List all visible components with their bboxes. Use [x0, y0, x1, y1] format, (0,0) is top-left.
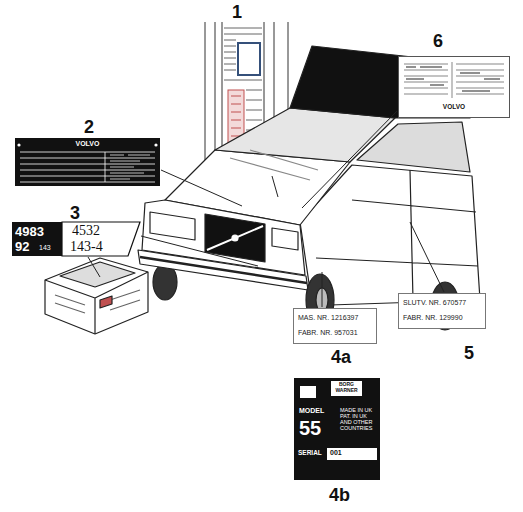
plate-text: SLUTV. NR. 670577 [403, 299, 483, 307]
plate-text: MADE IN UK PAT. IN UK AND OTHER COUNTRIE… [340, 407, 378, 431]
engine-block [45, 258, 148, 334]
leader-line [322, 272, 323, 307]
callout-number: 1 [232, 3, 242, 21]
axle-plate: SLUTV. NR. 670577FABR. NR. 129990 [398, 293, 486, 329]
automatic-plate [294, 378, 380, 480]
plate-text: 4532 [72, 223, 132, 238]
plate-text: BORG WARNER [332, 382, 361, 393]
plate-text: VOLVO [15, 140, 160, 148]
engine-plate: 498392143 4532143-4 [12, 222, 140, 256]
engine-details [55, 290, 140, 313]
emblem [232, 235, 238, 241]
callout-number: 4b [329, 486, 350, 504]
callout-number: 4a [331, 348, 351, 366]
leader-line [88, 257, 100, 277]
valve-cover [60, 262, 135, 287]
leader-line [141, 236, 258, 266]
headlight [150, 212, 195, 240]
rivet [17, 143, 20, 146]
gearbox-plate [294, 309, 377, 344]
bumper [138, 250, 308, 290]
plate-text: 4983 [15, 225, 61, 239]
stamped-number [62, 222, 140, 256]
plate-text: MAS. NR. 1216397 [298, 314, 374, 322]
gearbox-plate: MAS. NR. 1216397FABR. NR. 957031 [293, 308, 377, 344]
leader-line [410, 222, 444, 292]
body-lines [316, 170, 478, 300]
plate-text: MODEL [299, 407, 337, 415]
plate-marks [406, 67, 500, 91]
callout-number: 5 [464, 344, 474, 362]
stamp-area [100, 296, 112, 308]
vin-plate: VOLVO [398, 56, 510, 118]
headlight [272, 228, 298, 250]
plate-text: 143 [39, 244, 61, 252]
side-window [357, 122, 470, 172]
bumper-strip [140, 257, 307, 283]
rivet [154, 143, 157, 146]
brand-box [331, 381, 362, 396]
leader-line [161, 170, 242, 206]
hood-lines [230, 150, 318, 180]
plate-lines [20, 152, 155, 182]
pillar-opening [238, 43, 260, 75]
callout-number: 3 [70, 204, 80, 222]
plate-text: FABR. NR. 129990 [403, 314, 483, 322]
serial-box [327, 448, 377, 460]
plate-text: 55 [299, 417, 337, 439]
plate-text: VOLVO [398, 103, 510, 110]
callout-number: 6 [433, 32, 443, 50]
vin-plate [399, 57, 510, 118]
axle-plate [399, 294, 486, 329]
type-plate: VOLVO [15, 138, 160, 186]
leader-line [272, 176, 278, 197]
plate-text: SERIAL [298, 449, 326, 456]
type-plate [15, 138, 160, 186]
automatic-plate: BORG WARNER MODEL 55MADE IN UK PAT. IN UK … [294, 378, 380, 480]
engine-plate [12, 222, 62, 256]
plate-text: 92 [15, 240, 37, 254]
plate-text: 143-4 [70, 239, 126, 254]
plate-square [300, 386, 316, 398]
plate-text: FABR. NR. 957031 [298, 329, 374, 337]
callout-number: 2 [84, 118, 94, 136]
plate-marks [110, 155, 150, 179]
plate-lines [404, 62, 504, 98]
sticker-lines [231, 96, 241, 136]
plate-text: 001 [330, 449, 374, 457]
grille-emblem [207, 226, 263, 250]
leader-line [302, 111, 397, 208]
